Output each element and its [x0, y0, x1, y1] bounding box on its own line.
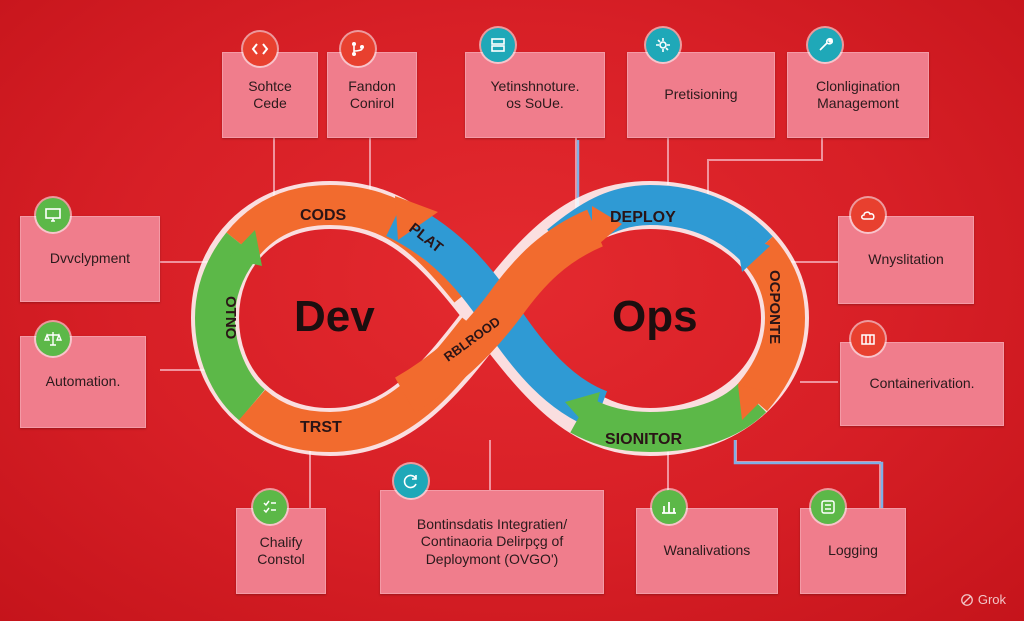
dev-word: Dev — [294, 292, 375, 341]
logging-label: Logging — [828, 542, 878, 559]
arrowhead-monitor — [565, 392, 600, 430]
configuration-box: Clonligination Managemont — [787, 52, 929, 138]
infrastructure-label: Yetinshnoture. os SoUe. — [490, 77, 580, 112]
version-control-label: Fandon Conirol — [348, 77, 396, 112]
scale-icon — [36, 322, 70, 356]
infrastructure-box: Yetinshnoture. os SoUe. — [465, 52, 605, 138]
arrowhead-deploy — [735, 230, 770, 272]
stage-code-label: CODS — [300, 207, 347, 224]
source-code-box: Sohtce Cede — [222, 52, 318, 138]
cloud-icon — [851, 198, 885, 232]
branch-icon — [341, 32, 375, 66]
stage-deploy-label: DEPLOY — [610, 209, 676, 226]
provisioning-box: Pretisioning — [627, 52, 775, 138]
source-code-label: Sohtce Cede — [248, 77, 292, 112]
stage-operate-label: OCPONTE — [766, 270, 783, 344]
stage-test-label: TRST — [300, 419, 342, 436]
logging-box: Logging — [800, 508, 906, 594]
log-icon — [811, 490, 845, 524]
checklist-icon — [253, 490, 287, 524]
arrowhead-release — [592, 206, 622, 250]
stage-build-label: OTNO — [222, 296, 239, 340]
automation-label: Automation. — [45, 373, 121, 390]
virtualization-box: Wnyslitation — [838, 216, 974, 304]
development-box: Dvvclypment — [20, 216, 160, 302]
ops-word: Ops — [612, 292, 698, 341]
container-icon — [851, 322, 885, 356]
arrowhead-code — [395, 196, 438, 240]
quality-control-box: Chalify Constol — [236, 508, 326, 594]
ci-cd-label: Bontinsdatis Integratien/ Continaoria De… — [416, 515, 568, 567]
quality-control-label: Chalify Constol — [257, 533, 305, 568]
cycle-icon — [394, 464, 428, 498]
virtualization-label: Wnyslitation — [868, 251, 944, 268]
validations-label: Wanalivations — [663, 542, 751, 559]
version-control-box: Fandon Conirol — [327, 52, 417, 138]
tools-icon — [808, 28, 842, 62]
server-rack-icon — [481, 28, 515, 62]
provisioning-label: Pretisioning — [664, 86, 738, 103]
containerization-box: Containerivation. — [840, 342, 1004, 426]
containerization-label: Containerivation. — [869, 375, 975, 392]
grok-logo-icon — [960, 593, 973, 606]
development-label: Dvvclypment — [49, 250, 131, 267]
grok-watermark: Grok — [960, 592, 1006, 607]
ci-cd-box: Bontinsdatis Integratien/ Continaoria De… — [380, 490, 604, 594]
monitor-icon — [36, 198, 70, 232]
arrowhead-build — [228, 230, 262, 266]
validations-box: Wanalivations — [636, 508, 778, 594]
gear-network-icon — [646, 28, 680, 62]
arrowhead-operate — [738, 385, 770, 420]
code-brackets-icon — [243, 32, 277, 66]
configuration-label: Clonligination Managemont — [815, 77, 901, 112]
bar-chart-icon — [652, 490, 686, 524]
watermark-text: Grok — [977, 592, 1006, 607]
stage-monitor-label: SIONITOR — [605, 431, 682, 448]
